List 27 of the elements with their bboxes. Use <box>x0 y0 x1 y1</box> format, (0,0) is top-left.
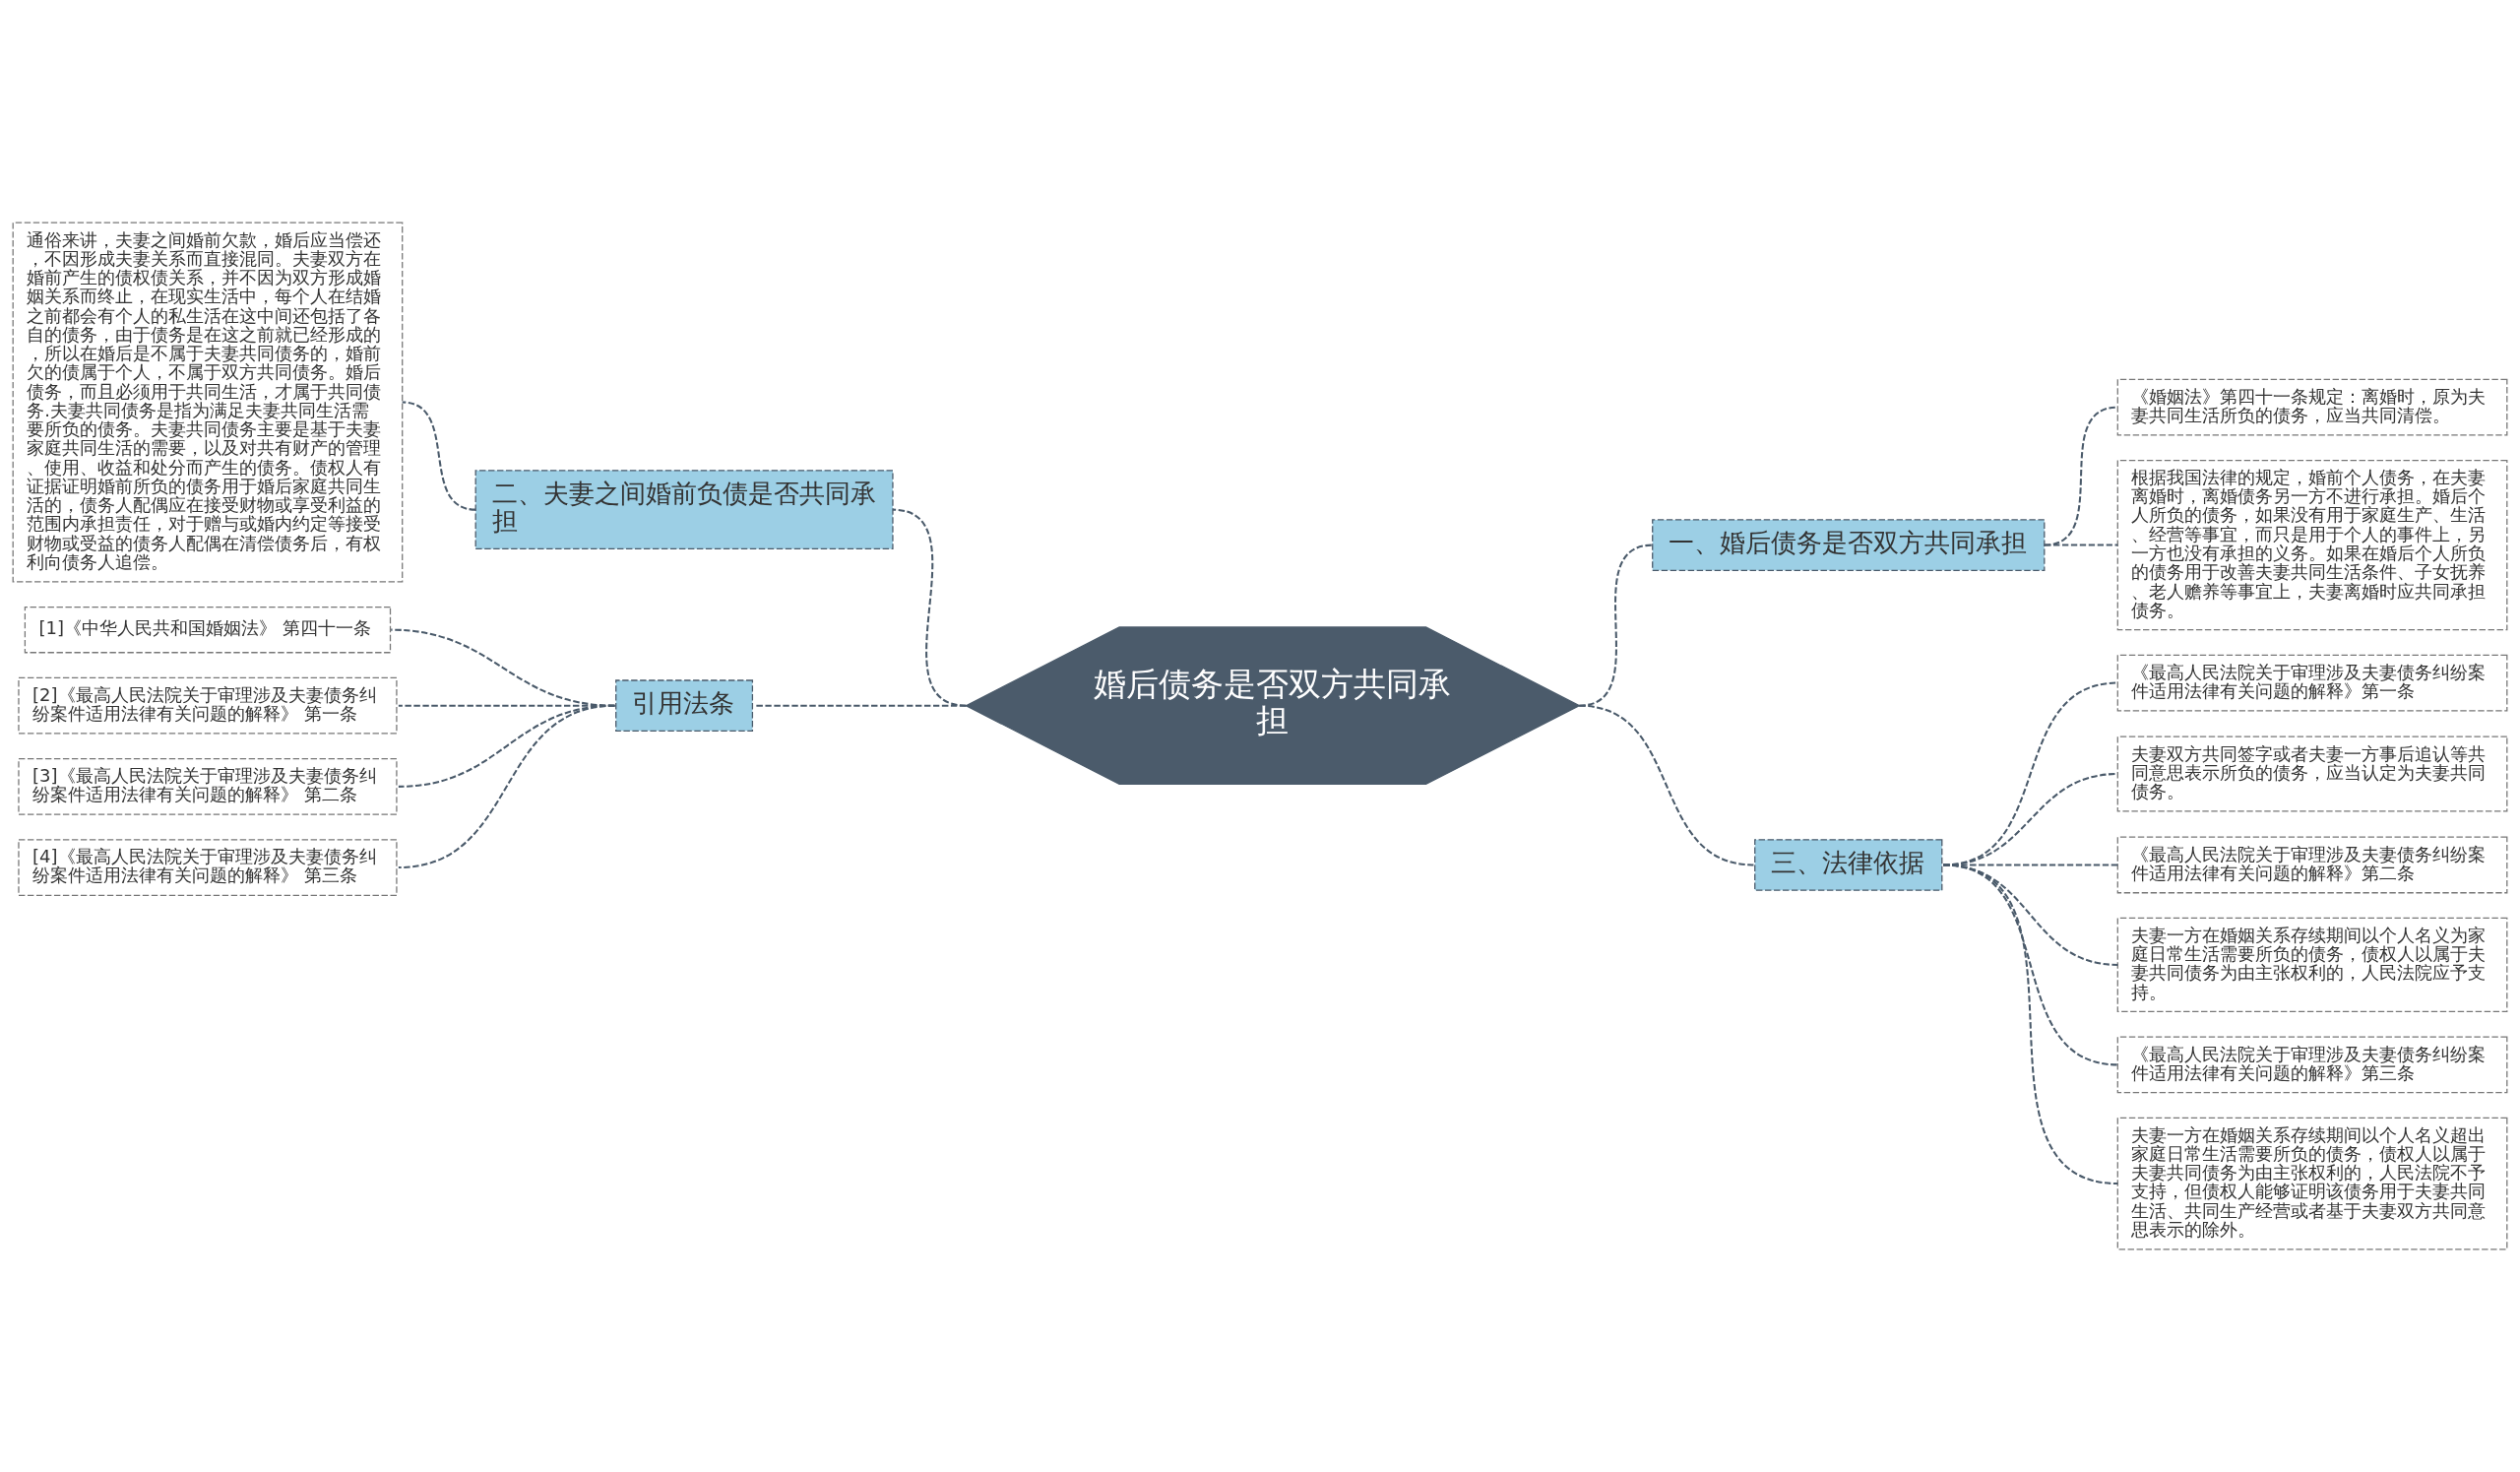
connector <box>753 704 967 707</box>
connector <box>1943 864 2118 966</box>
node-box: 夫妻双方共同签字或者夫妻一方事后追认等共同意思表示所负的债务，应当认定为夫妻共同债务。 <box>2116 736 2508 812</box>
node-box: 《婚姻法》第四十一条规定：离婚时，原为夫妻共同生活所负的债务，应当共同清偿。 <box>2116 378 2508 436</box>
node-box: 三、法律依据 <box>1754 839 1943 891</box>
node-box: 根据我国法律的规定，婚前个人债务，在夫妻离婚时，离婚债务另一方不进行承担。婚后个人所负的债务，如果没有用于家庭生产、生活、经营等事宜，而只是用于个人的事件上，另一方也没有承担的义务。如果在婚后个人所负的债务用于改善夫妻共同生活条件、子女抚养、老人赡养等事宜上，夫妻离婚时应共同承担债务。 <box>2116 459 2508 631</box>
node-box: 《最高人民法院关于审理涉及夫妻债务纠纷案件适用法律有关问题的解释》第二条 <box>2116 836 2508 894</box>
connector <box>398 704 615 869</box>
connector <box>402 401 476 511</box>
connector <box>1943 773 2118 866</box>
node-box: [1]《中华人民共和国婚姻法》 第四十一条 <box>24 606 392 654</box>
connector <box>2044 544 2118 546</box>
node-box: 《最高人民法院关于审理涉及夫妻债务纠纷案件适用法律有关问题的解释》第三条 <box>2116 1036 2508 1094</box>
connector <box>2044 406 2118 546</box>
node-box: 一、婚后债务是否双方共同承担 <box>1652 519 2046 571</box>
connector <box>1942 864 2118 1185</box>
connector <box>1579 704 1754 866</box>
node-box: 夫妻一方在婚姻关系存续期间以个人名义为家庭日常生活需要所负的债务，债权人以属于夫妻共同债务为由主张权利的，人民法院应予支持。 <box>2116 917 2508 1013</box>
node-box: [4]《最高人民法院关于审理涉及夫妻债务纠纷案件适用法律有关问题的解释》 第三条 <box>18 839 398 896</box>
node-box: 引用法条 <box>615 679 754 732</box>
node-box: 夫妻一方在婚姻关系存续期间以个人名义超出家庭日常生活需要所负的债务，债权人以属于夫妻共同债务为由主张权利的，人民法院不予支持，但债权人能够证明该债务用于夫妻共同生活、共同生产经营或者基于夫妻双方共同意思表示的除外。 <box>2116 1117 2508 1250</box>
node-box: 《最高人民法院关于审理涉及夫妻债务纠纷案件适用法律有关问题的解释》第一条 <box>2116 654 2508 712</box>
node-box: [3]《最高人民法院关于审理涉及夫妻债务纠纷案件适用法律有关问题的解释》 第二条 <box>18 757 398 815</box>
node-box: 二、夫妻之间婚前负债是否共同承担 <box>474 470 894 550</box>
node-box: [2]《最高人民法院关于审理涉及夫妻债务纠纷案件适用法律有关问题的解释》 第一条 <box>18 676 398 735</box>
node-box: 通俗来讲，夫妻之间婚前欠款，婚后应当偿还，不因形成夫妻关系而直接混同。夫妻双方在婚前产生的债权债关系，并不因为双方形成婚姻关系而终止，在现实生活中，每个人在结婚之前都会有个人的私生活在这中间还包括了各自的债务，由于债务是在这之前就已经形成的，所以在婚后是不属于夫妻共同债务的，婚前欠的债属于个人，不属于双方共同债务。婚后债务，而且必须用于共同生活，才属于共同债务.夫妻共同债务是指为满足夫妻共同生活需要所负的债务。夫妻共同债务主要是基于夫妻家庭共同生活的需要，以及对共有财产的管理、使用、收益和处分而产生的债务。债权人有证据证明婚前所负的债务用于婚后家庭共同生活的，债务人配偶应在接受财物或享受利益的范围内承担责任，对于赠与或婚内约定等接受财物或受益的债务人配偶在清偿债务后，有权利向债务人追偿。 <box>12 222 404 583</box>
connector <box>1943 864 2118 866</box>
